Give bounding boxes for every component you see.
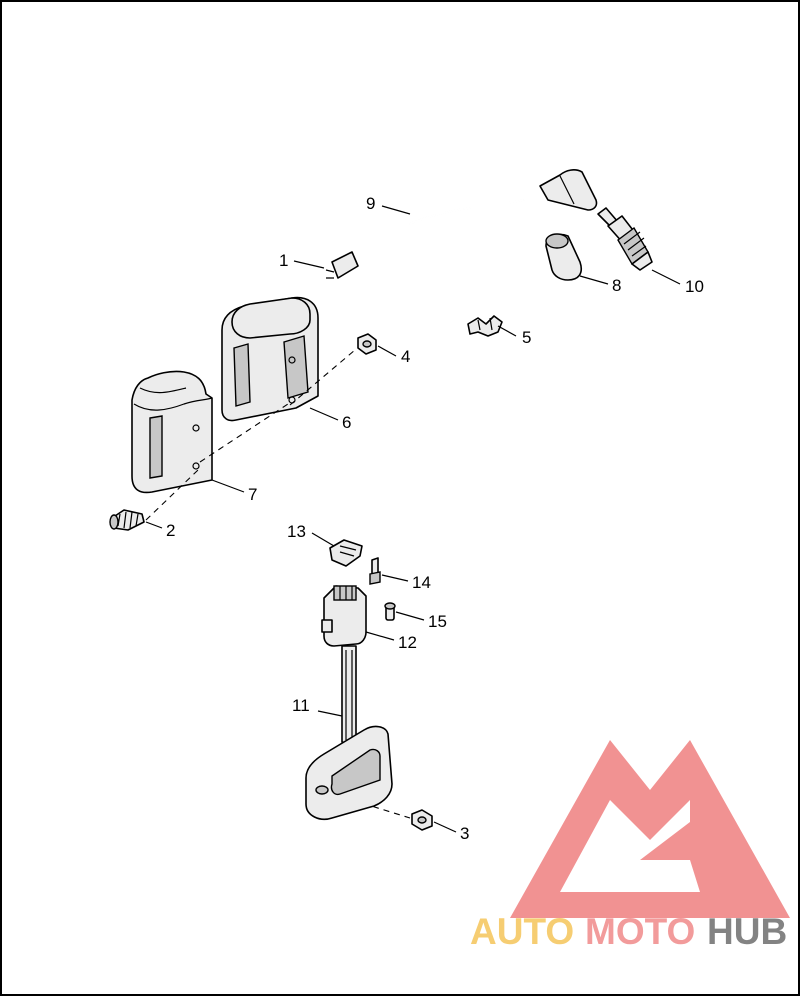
callout-2: 2: [166, 521, 175, 540]
hex-nut-upper: [357, 333, 377, 355]
callout-5: 5: [522, 328, 531, 347]
logo-text-moto: MOTO: [585, 911, 695, 952]
callout-10: 10: [685, 277, 704, 296]
callout-13: 13: [287, 522, 306, 541]
assembly-line-upper: [289, 349, 356, 406]
callout-9: 9: [366, 194, 375, 213]
spark-plug-wire: [325, 169, 598, 279]
automotohub-logo: AUTO MOTO HUB: [470, 740, 790, 952]
callout-14: 14: [412, 573, 431, 592]
assembly-line-screw: [145, 469, 199, 521]
ignition-coil: [221, 296, 319, 422]
callout-15: 15: [428, 612, 447, 631]
callout-12: 12: [398, 633, 417, 652]
logo-text-hub: HUB: [707, 911, 787, 952]
callout-1: 1: [279, 251, 288, 270]
connector-cover: [329, 539, 363, 567]
retaining-clip: [467, 315, 503, 337]
ignition-module: [305, 645, 393, 820]
small-pin: [384, 602, 396, 621]
callout-6: 6: [342, 413, 351, 432]
terminal-pin: [369, 557, 381, 585]
hex-nut-lower: [411, 809, 433, 831]
connector-housing: [321, 585, 367, 647]
mounting-screw: [109, 509, 145, 531]
plug-insulator: [545, 233, 583, 281]
leader-lines: [145, 205, 681, 833]
callout-3: 3: [460, 824, 469, 843]
logo-triangle-mark: [510, 740, 790, 918]
coil-bracket: [131, 370, 213, 494]
callout-8: 8: [612, 276, 621, 295]
callout-11: 11: [292, 696, 310, 715]
callout-4: 4: [401, 347, 410, 366]
callout-7: 7: [248, 485, 257, 504]
logo-text-auto: AUTO: [470, 911, 574, 952]
spark-plug: [597, 207, 653, 271]
